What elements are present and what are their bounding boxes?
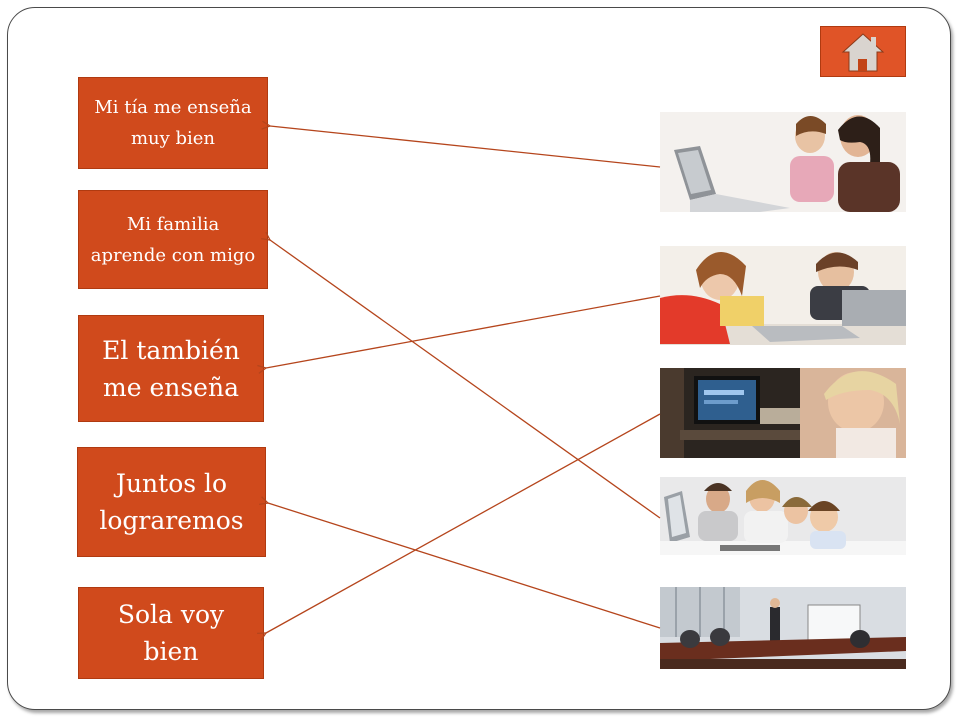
photo-illustration xyxy=(660,246,906,345)
woman-and-girl-at-laptop-photo[interactable] xyxy=(660,112,906,212)
label-box-juntos[interactable]: Juntos lo lograremos xyxy=(77,447,266,557)
label-text-sola: Sola voy bien xyxy=(117,600,225,666)
label-text-familia: Mi familia aprende con migo xyxy=(90,213,256,266)
label-text-el-tambien: El también me enseña xyxy=(102,335,240,402)
label-box-el-tambien[interactable]: El también me enseña xyxy=(78,315,264,422)
photo-illustration xyxy=(660,477,906,555)
photo-illustration xyxy=(660,112,906,212)
photo-illustration xyxy=(660,368,906,458)
label-text-juntos: Juntos lo lograremos xyxy=(99,469,244,535)
family-at-computer-photo[interactable] xyxy=(660,477,906,555)
label-box-sola[interactable]: Sola voy bien xyxy=(78,587,264,679)
label-box-familia[interactable]: Mi familia aprende con migo xyxy=(78,190,268,289)
two-children-at-laptop-photo[interactable] xyxy=(660,246,906,345)
business-meeting-whiteboard-photo[interactable] xyxy=(660,587,906,669)
home-button[interactable] xyxy=(820,26,906,77)
photo-illustration xyxy=(660,587,906,669)
label-box-tia[interactable]: Mi tía me enseña muy bien xyxy=(78,77,268,169)
label-text-tia: Mi tía me enseña muy bien xyxy=(94,97,252,149)
girl-at-computer-monitor-photo[interactable] xyxy=(660,368,906,458)
home-icon xyxy=(841,33,885,72)
